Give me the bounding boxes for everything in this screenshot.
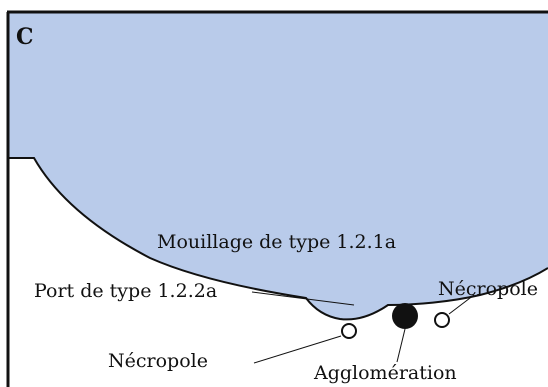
agglomeration-marker bbox=[392, 303, 418, 329]
necropole-right-marker bbox=[434, 312, 450, 328]
port-leader-line bbox=[251, 291, 355, 306]
necropole-left-marker bbox=[341, 323, 357, 339]
panel-letter: C bbox=[16, 24, 34, 50]
necropole-right-label: Nécropole bbox=[438, 278, 538, 300]
coastline bbox=[8, 157, 548, 321]
port-label: Port de type 1.2.2a bbox=[34, 280, 217, 302]
necropole-left-label: Nécropole bbox=[108, 350, 208, 372]
necropole-right-leader-line bbox=[448, 294, 475, 315]
necropole-left-leader-line bbox=[253, 335, 342, 364]
water-body bbox=[8, 12, 548, 320]
agglomeration-label: Agglomération bbox=[313, 362, 457, 384]
agglomeration-leader-line bbox=[396, 328, 406, 363]
mouillage-label: Mouillage de type 1.2.1a bbox=[157, 231, 396, 253]
